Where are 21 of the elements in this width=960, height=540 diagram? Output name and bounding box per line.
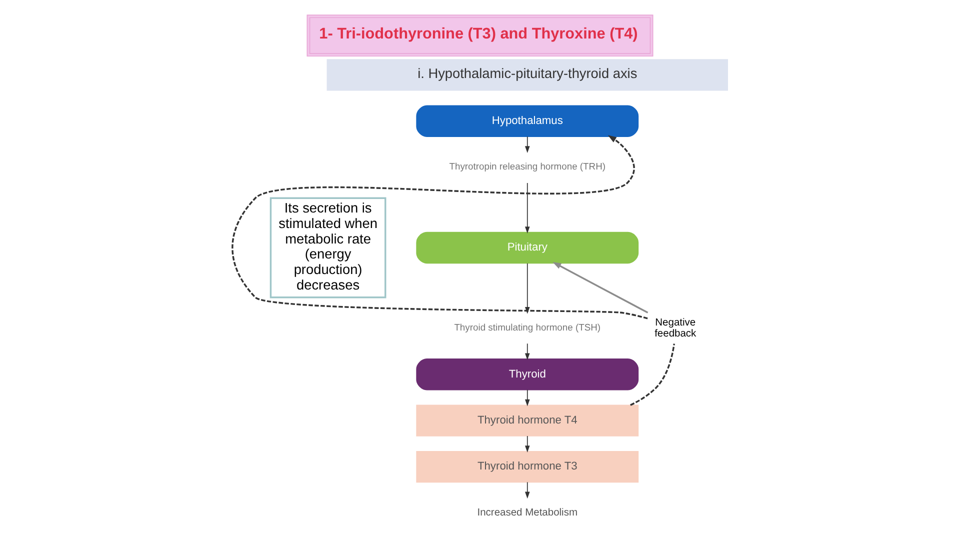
arrow [524, 343, 530, 360]
arrow [524, 136, 530, 154]
node-box: Thyroid hormone T3 [416, 450, 639, 483]
node-box: Its secretion is stimulated when metabolic rate (energy production) decreases [270, 197, 386, 298]
node-box: Hypothalamus [416, 105, 639, 137]
node-box: Thyroid hormone T4 [416, 404, 639, 436]
arrow [232, 135, 648, 320]
node-box: Pituitary [416, 232, 639, 264]
arrow [524, 389, 530, 406]
arrow [524, 182, 530, 234]
node-text: Thyroid stimulating hormone (TSH) [454, 322, 601, 333]
arrow [552, 262, 648, 314]
node-text: Increased Metabolism [477, 508, 578, 519]
diagram-title: 1- Tri-iodothyronine (T3) and Thyroxine (T4) [319, 25, 638, 42]
arrow [524, 436, 530, 452]
node-text: Negative feedback [654, 317, 696, 340]
node-box: Thyroid [416, 358, 639, 390]
node-text: Thyrotropin releasing hormone (TRH) [449, 160, 606, 172]
connector [630, 344, 675, 406]
arrow [524, 482, 530, 499]
node-box: i. Hypothalamic-pituitary-thyroid axis [326, 59, 728, 91]
